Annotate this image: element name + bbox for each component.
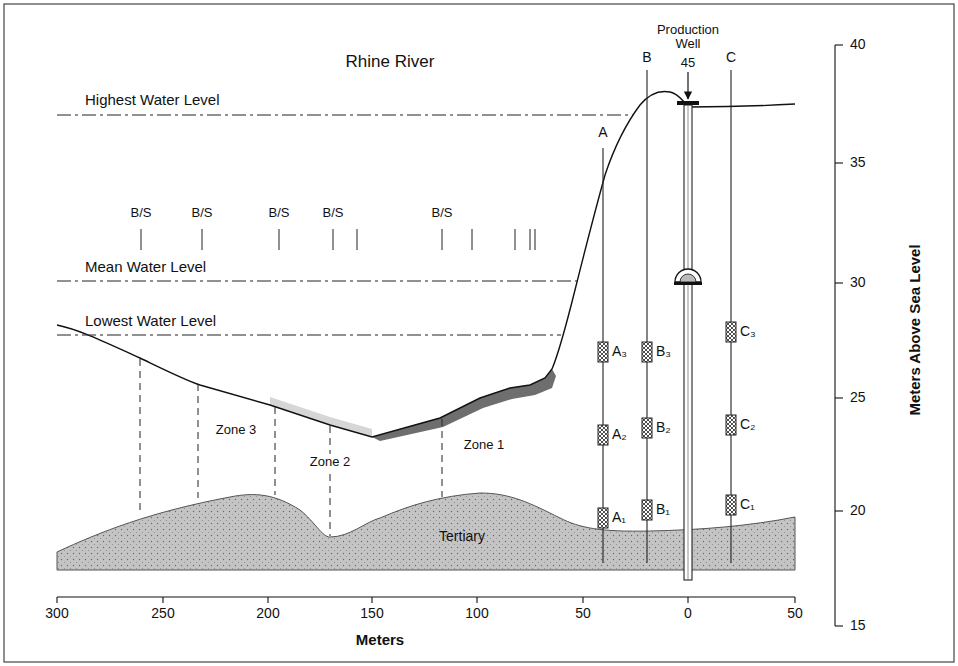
well-name: A [598, 125, 607, 140]
screen-label: C₂ [740, 417, 756, 432]
y-axis [835, 45, 843, 626]
bs-label: B/S [131, 206, 152, 220]
axis-tick-label: 50 [575, 606, 591, 621]
well-name: C [726, 50, 736, 65]
axis-tick-label: 20 [850, 503, 866, 518]
screen-label: A₃ [612, 344, 627, 359]
water-level-label: Mean Water Level [85, 259, 206, 276]
well-name: Production Well [653, 23, 723, 52]
axis-title: Meters Above Sea Level [907, 244, 924, 415]
bs-ticks [141, 229, 535, 250]
bs-label: B/S [269, 206, 290, 220]
axis-title: Meters [356, 632, 404, 649]
x-axis [57, 597, 795, 603]
axis-tick-label: 15 [850, 618, 866, 633]
screen-label: C₁ [740, 497, 755, 512]
axis-tick-label: 35 [850, 155, 866, 170]
axis-tick-label: 100 [465, 606, 488, 621]
axis-tick-label: 150 [360, 606, 383, 621]
zone-label: Zone 2 [307, 454, 353, 470]
well-screens [598, 322, 736, 528]
mean-water-line [57, 281, 577, 282]
zone2-layer [270, 397, 372, 437]
lowest-water-line [57, 335, 561, 336]
axis-tick-label: 30 [850, 275, 866, 290]
axis-tick-label: 40 [850, 37, 866, 52]
production-well-casing [684, 105, 692, 580]
frame [4, 4, 954, 662]
axis-tick-label: 250 [151, 606, 174, 621]
river-name: Rhine River [346, 53, 435, 72]
production-well-pipe [688, 105, 689, 580]
screen-label: B₃ [656, 344, 671, 359]
screen-label: A₁ [612, 510, 626, 525]
zone1-layer [372, 369, 556, 441]
zone-label: Zone 3 [213, 422, 259, 438]
axis-tick-label: 0 [684, 606, 692, 621]
water-level-label: Lowest Water Level [85, 313, 216, 330]
bs-label: B/S [192, 206, 213, 220]
axis-tick-label: 200 [256, 606, 279, 621]
zone-label: Zone 1 [464, 438, 504, 452]
screen-label: B₁ [656, 502, 670, 517]
layer-label: Tertiary [439, 529, 485, 544]
axis-tick-label: 300 [45, 606, 68, 621]
well-head [677, 101, 699, 105]
screen-label: C₃ [740, 324, 756, 339]
well-name: B [642, 50, 651, 65]
zone-boundaries [140, 359, 442, 536]
bs-label: B/S [432, 206, 453, 220]
well-number: 45 [681, 56, 695, 70]
pump-symbol [674, 269, 702, 285]
axis-tick-label: 50 [787, 606, 803, 621]
well-arrow [687, 72, 688, 99]
axis-tick-label: 25 [850, 390, 866, 405]
screen-label: A₂ [612, 427, 627, 442]
bs-label: B/S [323, 206, 344, 220]
water-level-label: Highest Water Level [85, 92, 220, 109]
observation-wells [603, 70, 731, 563]
screen-label: B₂ [656, 420, 671, 435]
highest-water-line [57, 115, 633, 116]
